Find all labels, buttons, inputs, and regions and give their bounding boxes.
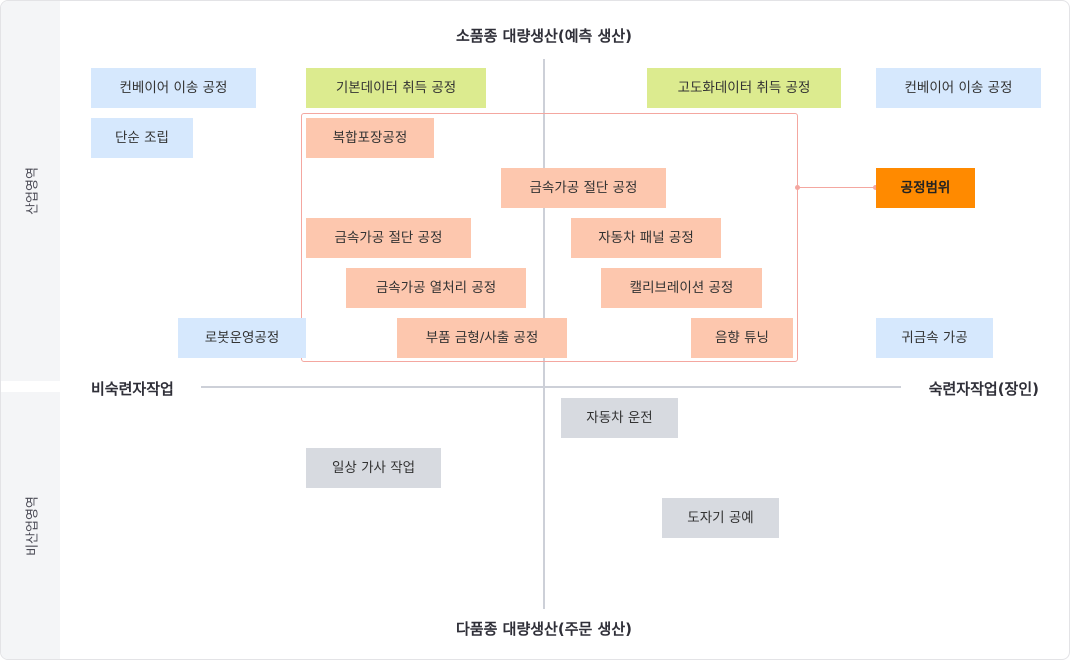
box-advanced-data: 고도화데이터 취득 공정 [647, 68, 841, 108]
box-precious-metal: 귀금속 가공 [876, 318, 993, 358]
axis-bottom-label: 다품종 대량생산(주문 생산) [456, 620, 632, 638]
box-metal-heat: 금속가공 열처리 공정 [346, 268, 526, 308]
box-basic-data: 기본데이터 취득 공정 [306, 68, 486, 108]
box-conveyor-right: 컨베이어 이송 공정 [876, 68, 1041, 108]
box-car-panel: 자동차 패널 공정 [571, 218, 721, 258]
box-sound-tuning: 음향 튜닝 [691, 318, 793, 358]
box-metal-cutting-2: 금속가공 절단 공정 [306, 218, 471, 258]
box-conveyor-left: 컨베이어 이송 공정 [91, 68, 256, 108]
box-simple-assembly: 단순 조립 [91, 118, 193, 158]
industrial-area-band: 산업영역 [1, 1, 60, 381]
box-robot-operation: 로봇운영공정 [178, 318, 306, 358]
axis-right-label: 숙련자작업(장인) [928, 380, 1039, 398]
box-parts-molding: 부품 금형/사출 공정 [397, 318, 567, 358]
box-ceramics: 도자기 공예 [662, 498, 779, 538]
box-calibration: 캘리브레이션 공정 [601, 268, 762, 308]
process-range-connector [798, 187, 876, 188]
box-housework: 일상 가사 작업 [306, 448, 441, 488]
box-composite-packaging: 복합포장공정 [306, 118, 434, 158]
axis-top-label: 소품종 대량생산(예측 생산) [456, 27, 632, 45]
connector-dot-end [873, 185, 878, 190]
axis-left-label: 비숙련자작업 [91, 380, 174, 398]
non-industrial-area-label: 비산업영역 [25, 496, 41, 556]
non-industrial-area-band: 비산업영역 [1, 392, 60, 659]
box-car-driving: 자동차 운전 [561, 398, 678, 438]
connector-dot-start [795, 185, 800, 190]
industrial-area-label: 산업영역 [25, 167, 41, 215]
legend-process-range: 공정범위 [876, 168, 975, 208]
process-range-outline [301, 113, 798, 362]
horizontal-axis-line [201, 386, 901, 388]
box-metal-cutting-1: 금속가공 절단 공정 [501, 168, 666, 208]
